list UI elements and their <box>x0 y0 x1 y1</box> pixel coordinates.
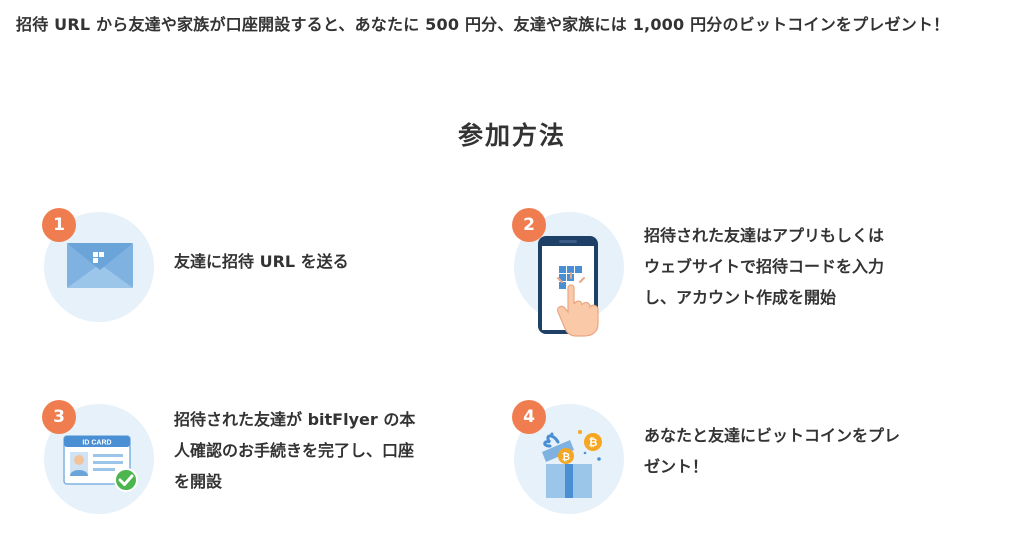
svg-text:₿: ₿ <box>589 437 598 449</box>
section-title: 参加方法 <box>457 121 566 150</box>
step-2-number: 2 <box>512 208 546 242</box>
step-1-description: 友達に招待 URL を送る <box>174 252 349 271</box>
step-1-illustration <box>44 212 154 322</box>
step-4-number: 4 <box>512 400 546 434</box>
intro-text: 招待 URL から友達や家族が口座開設すると、あなたに 500 円分、友達や家族… <box>16 15 950 34</box>
step-3: ID CARD 3 招待された友達が bitFlyer の本 人確認のお手続きを… <box>42 400 524 520</box>
envelope-icon <box>67 243 133 288</box>
step-2-description: 招待された友達はアプリもしくは ウェブサイトで招待コードを入力 し、アカウント作… <box>644 226 885 307</box>
step-1-number: 1 <box>42 208 76 242</box>
gift-bitcoin-icon: ₿ ₿ <box>542 430 602 498</box>
smartphone-tap-icon <box>538 236 599 337</box>
step-1: 1 友達に招待 URL を送る <box>42 208 524 328</box>
step-3-number: 3 <box>42 400 76 434</box>
step-2-illustration <box>514 212 624 337</box>
step-4: ₿ ₿ 4 あなたと友達にビットコインをプレ ゼント！ <box>512 400 994 520</box>
id-card-check-icon: ID CARD <box>63 435 138 492</box>
svg-text:₿: ₿ <box>562 451 570 463</box>
step-4-description: あなたと友達にビットコインをプレ ゼント！ <box>644 426 901 476</box>
id-card-label: ID CARD <box>82 440 111 447</box>
step-3-description: 招待された友達が bitFlyer の本 人確認のお手続きを完了し、口座 を開設 <box>174 410 416 491</box>
step-2: 2 招待された友達はアプリもしくは ウェブサイトで招待コードを入力 し、アカウン… <box>512 208 994 337</box>
